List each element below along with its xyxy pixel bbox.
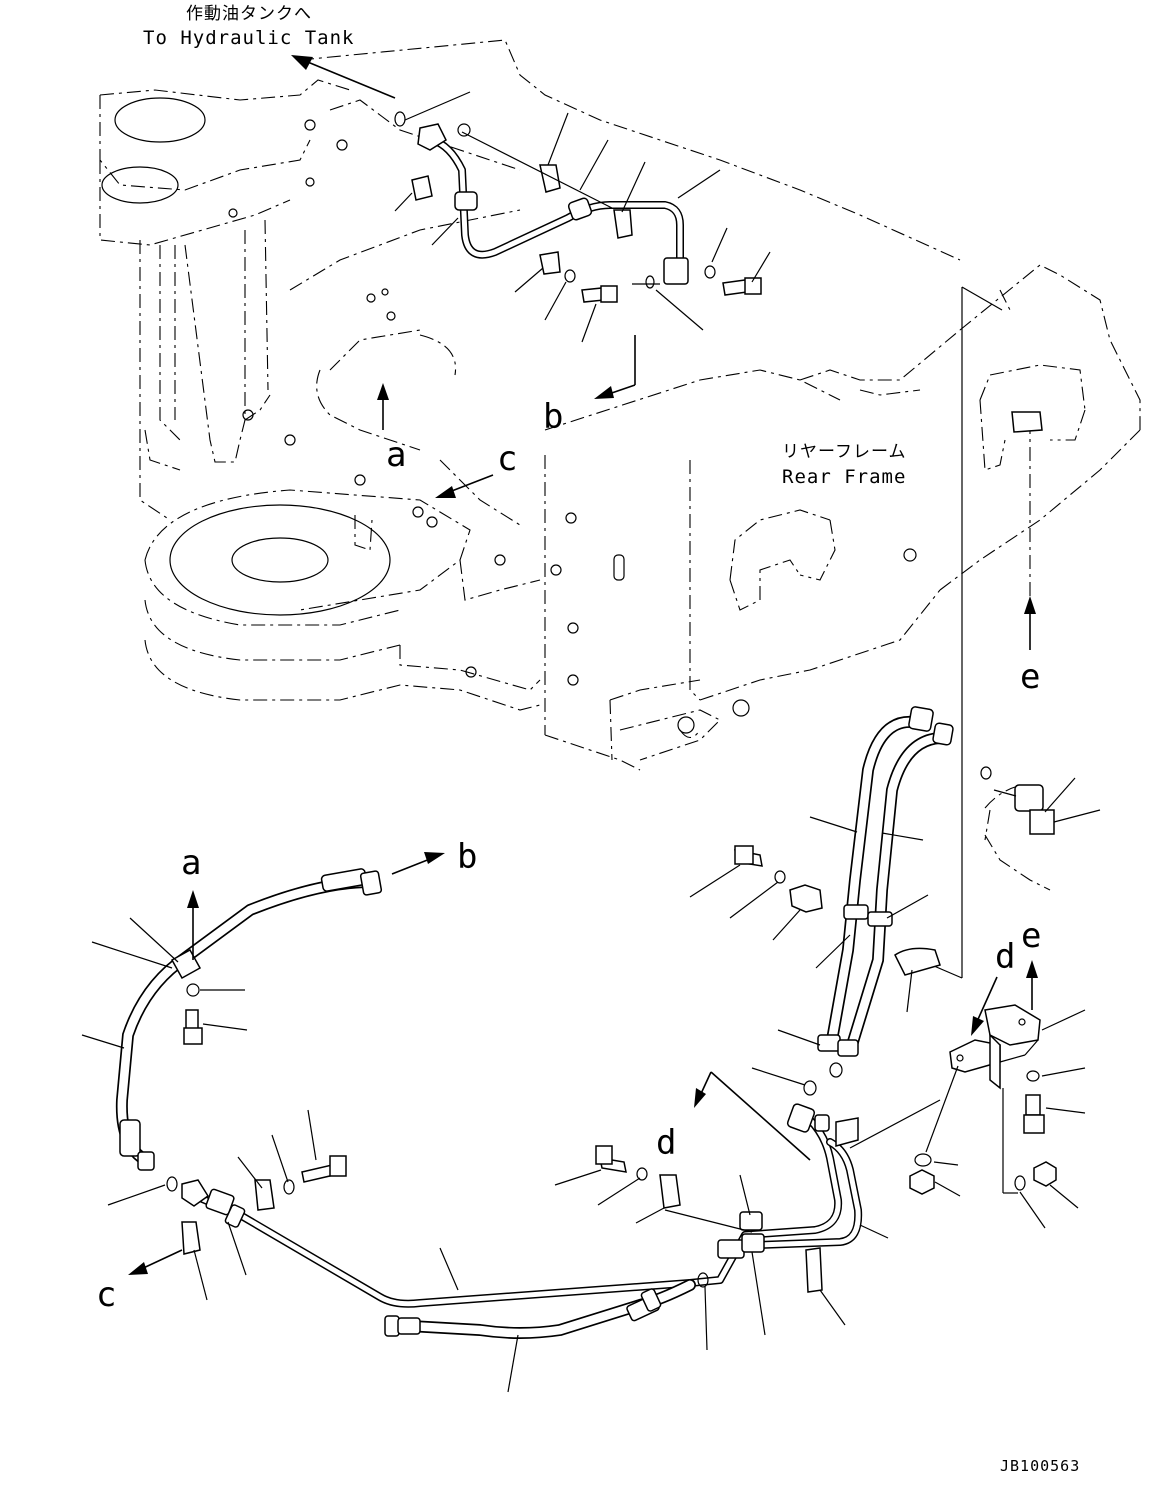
ref-letter-b-upper: b: [543, 397, 563, 437]
ref-letter-d-left: d: [656, 1123, 676, 1163]
right-leader-lines: [689, 777, 1101, 1086]
ref-letter-b-lower: b: [457, 837, 477, 877]
upper-frame-outline: [99, 39, 1141, 771]
arrow-c-lower: [128, 1249, 183, 1275]
e-reference-chain-upper: [1011, 411, 1043, 650]
lower-left-hose: [115, 868, 383, 1192]
ref-letter-c-upper: c: [497, 439, 517, 479]
arrow-c-upper: [435, 474, 494, 498]
upper-pipe-fittings: [394, 111, 689, 289]
arrow-b-upper: [594, 335, 636, 399]
lower-leader-lines: [193, 1099, 941, 1393]
drawing-code: JB100563: [1000, 1457, 1080, 1475]
frame-bolt-heads: [228, 119, 917, 734]
arrow-d-left: [694, 1071, 811, 1161]
upper-bolts-washers: [564, 265, 762, 303]
right-clamps-bolts: [734, 845, 941, 976]
title-japanese: 作動油タンクへ: [186, 4, 312, 24]
title-english: To Hydraulic Tank: [143, 27, 354, 49]
right-valve-block: [984, 784, 1055, 891]
arrow-to-hydraulic-tank: [291, 55, 396, 99]
ref-letter-c-lower: c: [96, 1275, 116, 1315]
ref-letter-a-upper: a: [386, 435, 406, 475]
bracket-assembly: [909, 1004, 1057, 1195]
upper-clamps: [411, 164, 633, 275]
assembly-reference-line-top: [961, 286, 1003, 311]
ref-letter-e-lower: e: [1021, 916, 1041, 956]
arrow-b-lower: [391, 852, 445, 875]
lower-clamps-bolts: [181, 1145, 823, 1293]
lower-pipe-fittings: [181, 1103, 859, 1288]
arrow-a-upper: [377, 383, 389, 430]
rear-frame-label-japanese: リヤーフレーム: [782, 442, 906, 462]
clamp-rod-lines: [461, 131, 660, 285]
upper-leader-lines: [394, 91, 771, 343]
arrow-d-right: [971, 976, 998, 1036]
rear-frame-label-english: Rear Frame: [782, 466, 906, 488]
upper-steel-pipe: [428, 136, 684, 266]
arrow-e-lower: [1026, 960, 1038, 1010]
vertical-hoses-right: [803, 706, 992, 1096]
bracket-leader-lines: [925, 1009, 1086, 1229]
ref-letter-e-upper: e: [1020, 657, 1040, 697]
lower-steel-pipe: [196, 1116, 863, 1308]
lower-hose-bottom: [384, 1279, 696, 1339]
arrow-a-lower: [187, 890, 199, 960]
ref-letter-d-right: d: [995, 937, 1015, 977]
lower-left-leader-lines: [81, 917, 248, 1206]
ref-letter-a-lower: a: [181, 843, 201, 883]
